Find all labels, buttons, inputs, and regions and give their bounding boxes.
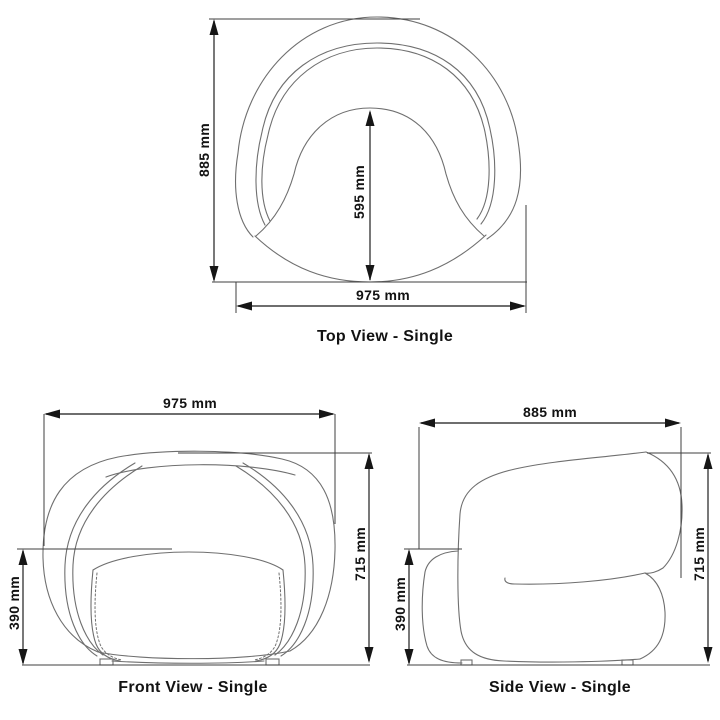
front-view-title: Front View - Single [118, 679, 267, 696]
front-view-chair-drawing [42, 450, 336, 666]
side-view-rear-foot [621, 659, 634, 666]
arrowhead-right [319, 409, 335, 419]
side-view-body-outline [457, 451, 647, 663]
top-view-depth-dimension: 885 mm [196, 18, 527, 283]
side-view-backrest-bulge [644, 451, 683, 574]
dimension-label: 390 mm [392, 577, 408, 631]
top-view-outer-shell [235, 16, 522, 240]
front-view-right-foot [265, 658, 280, 666]
dimension-label: 885 mm [196, 123, 212, 177]
dimension-label: 975 mm [356, 287, 410, 303]
top-view-backrest-inner-edge [255, 107, 485, 237]
arrowhead-down [365, 265, 375, 281]
front-view-seat-top-edge [92, 551, 284, 571]
dimension-label: 975 mm [163, 395, 217, 411]
side-view-height-dimension: 715 mm [647, 452, 713, 663]
arrowhead-down [209, 266, 219, 282]
top-view-seam-line-inner [261, 47, 490, 222]
arrowhead-down [364, 647, 374, 663]
arrowhead-up [209, 19, 219, 35]
arrowhead-up [364, 453, 374, 469]
front-view-left-arm-seam-inner [72, 465, 143, 656]
arrowhead-up [365, 110, 375, 126]
front-view-seat-right-piping [253, 572, 282, 661]
front-view-height-dimension: 715 mm [178, 452, 374, 663]
dimension-label: 390 mm [6, 576, 22, 630]
side-view: 885 mm 715 mm 390 mm Side View - Single [392, 404, 713, 696]
side-view-depth-dimension: 885 mm [418, 404, 682, 578]
front-view-left-foot [99, 658, 114, 666]
front-view: 975 mm 715 mm 390 mm Front View - Single [6, 395, 374, 696]
front-view-seat-left-piping [94, 572, 123, 661]
dimension-label: 715 mm [691, 527, 707, 581]
arrowhead-right [665, 418, 681, 428]
arrowhead-down [404, 649, 414, 665]
front-view-seat-height-dimension: 390 mm [6, 548, 172, 665]
front-view-backrest-top-seam [105, 464, 296, 478]
top-view-chair-drawing [235, 16, 522, 283]
side-view-seat-height-dimension: 390 mm [392, 548, 462, 665]
top-view-width-dimension: 975 mm [235, 205, 527, 313]
arrowhead-left [44, 409, 60, 419]
arrowhead-up [703, 453, 713, 469]
arrowhead-down [703, 647, 713, 663]
front-view-seat-left-edge [90, 569, 121, 662]
arrowhead-left [236, 301, 252, 311]
dimension-label: 715 mm [352, 527, 368, 581]
side-view-front-foot [460, 659, 473, 666]
front-view-right-arm-seam-outer [242, 462, 314, 657]
top-view: 885 mm 595 mm 975 mm Top View - Single [196, 16, 527, 345]
arrowhead-left [419, 418, 435, 428]
front-view-right-arm-seam-inner [235, 465, 306, 656]
side-view-front-bolster [421, 550, 463, 664]
arrowhead-up [18, 549, 28, 565]
front-view-seat-bottom-edge [111, 660, 265, 664]
side-view-seat-cushion-front [639, 572, 666, 660]
front-view-outer-silhouette [42, 450, 336, 660]
front-view-width-dimension: 975 mm [43, 395, 336, 546]
top-view-seat-depth-dimension: 595 mm [351, 110, 375, 281]
dimension-label: 595 mm [351, 165, 367, 219]
dimension-label: 885 mm [523, 404, 577, 420]
arrowhead-up [404, 549, 414, 565]
top-view-seam-line-outer [255, 42, 496, 226]
side-view-title: Side View - Single [489, 679, 631, 696]
front-view-left-arm-seam-outer [64, 462, 136, 657]
arrowhead-down [18, 649, 28, 665]
top-view-title: Top View - Single [317, 328, 453, 345]
front-view-seat-right-edge [255, 569, 286, 662]
side-view-chair-drawing [421, 451, 683, 666]
side-view-seat-line [504, 572, 646, 585]
arrowhead-right [510, 301, 526, 311]
